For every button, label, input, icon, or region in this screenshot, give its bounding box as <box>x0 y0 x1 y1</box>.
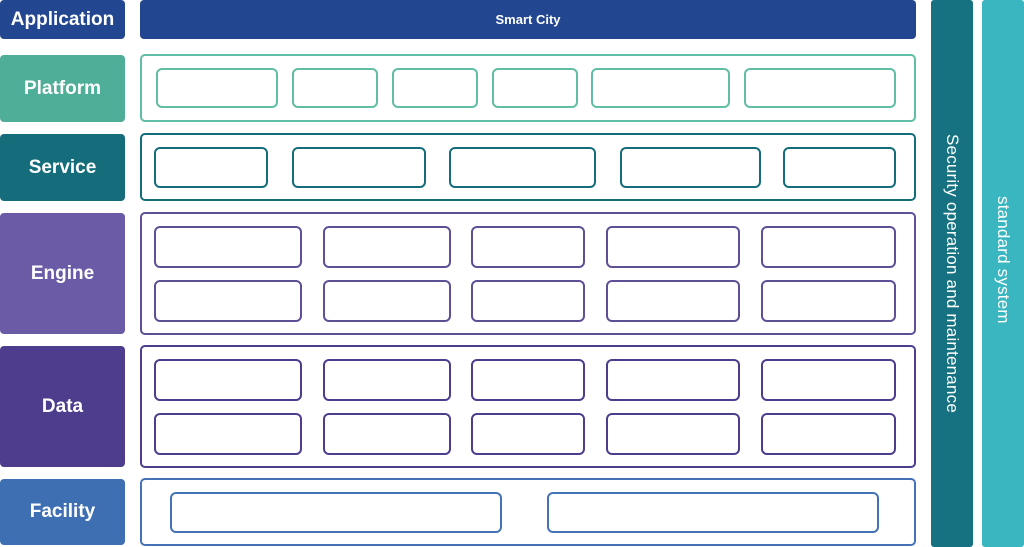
data-cell <box>323 359 451 401</box>
standard-system-label: standard system <box>994 195 1013 324</box>
data-cell <box>606 413 740 455</box>
standard-system-bar: standard system <box>982 0 1024 547</box>
facility-panel <box>140 478 916 546</box>
facility-cell <box>547 492 879 533</box>
engine-cell <box>471 226 585 268</box>
platform-cell <box>492 68 578 108</box>
data-cell <box>154 359 302 401</box>
layer-label-service: Service <box>0 134 125 201</box>
platform-cell <box>292 68 378 108</box>
service-cell <box>449 147 596 188</box>
data-cell <box>154 413 302 455</box>
data-cell <box>761 413 896 455</box>
data-cell <box>761 359 896 401</box>
service-cell <box>292 147 426 188</box>
layer-label-data: Data <box>0 346 125 467</box>
engine-cell <box>323 280 451 322</box>
platform-cell <box>156 68 278 108</box>
engine-panel <box>140 212 916 335</box>
engine-cell <box>154 226 302 268</box>
service-cell <box>783 147 896 188</box>
security-operation-bar: Security operation and maintenance <box>931 0 973 547</box>
layer-label-facility: Facility <box>0 479 125 545</box>
layer-label-engine: Engine <box>0 213 125 334</box>
layer-label-platform: Platform <box>0 55 125 122</box>
data-panel <box>140 345 916 468</box>
security-operation-label: Security operation and maintenance <box>943 134 962 413</box>
platform-cell <box>591 68 730 108</box>
engine-cell <box>761 226 896 268</box>
data-cell <box>323 413 451 455</box>
platform-cell <box>392 68 478 108</box>
layer-label-application: Application <box>0 0 125 39</box>
facility-cell <box>170 492 502 533</box>
service-panel <box>140 133 916 201</box>
platform-panel <box>140 54 916 122</box>
engine-cell <box>471 280 585 322</box>
data-cell <box>606 359 740 401</box>
data-cell <box>471 413 585 455</box>
service-cell <box>154 147 268 188</box>
application-banner: Smart City <box>140 0 916 39</box>
service-cell <box>620 147 761 188</box>
platform-cell <box>744 68 896 108</box>
engine-cell <box>606 226 740 268</box>
engine-cell <box>323 226 451 268</box>
engine-cell <box>606 280 740 322</box>
engine-cell <box>154 280 302 322</box>
engine-cell <box>761 280 896 322</box>
data-cell <box>471 359 585 401</box>
